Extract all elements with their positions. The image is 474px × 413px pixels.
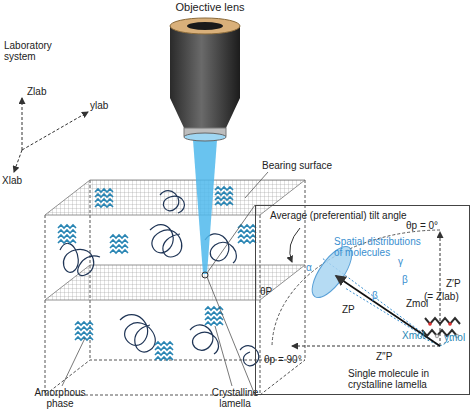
angle-label: θp = 90° [264, 354, 324, 365]
atom [435, 334, 439, 338]
atom [428, 322, 432, 326]
zp-vector [336, 276, 440, 346]
z-double-prime-axis [292, 346, 440, 347]
crystalline-lamella [110, 235, 128, 253]
inset-heading: Average (preferential) tilt angle [270, 210, 465, 221]
focal-plane [45, 265, 305, 300]
amorphous-chain [120, 315, 155, 352]
z-axis [22, 98, 23, 150]
angle-symbol: α [306, 262, 326, 273]
axis-label: ZP [342, 304, 372, 315]
surface-label: Bearing surface [262, 160, 372, 171]
angle-symbol: β [372, 290, 392, 301]
crystalline-lamella [95, 189, 113, 207]
component-label: Objective lens [160, 2, 260, 13]
molecule-label: Single molecule in crystalline lamella [348, 368, 468, 390]
axis-label: Z′P [446, 278, 474, 289]
axis-label: (= Zlab) [424, 291, 474, 302]
angle-symbol: θP [260, 286, 290, 297]
system-label: Laboratory system [4, 40, 66, 62]
leader-line [62, 338, 85, 386]
axis-label: ymol [444, 332, 474, 343]
x-axis [14, 150, 22, 172]
atom [448, 322, 452, 326]
amorphous-chain [160, 191, 184, 213]
inset-box: Average (preferential) tilt angleSpatial… [255, 205, 470, 395]
y-axis [22, 112, 88, 150]
angle-arc [272, 230, 440, 346]
axis-label: ylab [90, 100, 130, 111]
distribution-label: Spatial distributions of molecules [334, 236, 424, 258]
leader-line [215, 326, 232, 386]
axis-label: Xmol [402, 330, 437, 341]
crystalline-lamella [238, 225, 256, 243]
leader-line [245, 172, 268, 198]
z-prime-axis [440, 232, 441, 346]
crystalline-lamella [155, 342, 173, 360]
axis-label: Zlab [27, 86, 67, 97]
lens-ring [170, 18, 240, 34]
crystalline-lamella [75, 322, 93, 340]
angle-symbol: γ [398, 256, 418, 267]
lens-aperture [187, 22, 223, 30]
tilt-pointer [290, 228, 300, 262]
amorphous-chain [190, 325, 219, 354]
phase-label: Crystalline lamella [200, 387, 270, 409]
zoom-line [207, 277, 255, 395]
phase-label: Amorphous phase [25, 387, 95, 409]
bearing-surface-plane [45, 180, 305, 215]
axis-label: Z″P [376, 351, 406, 362]
lens-glass [184, 133, 226, 141]
axis-label: Xlab [2, 175, 42, 186]
lens-taper [170, 98, 240, 128]
angle-symbol: β [402, 274, 422, 285]
lens-body [170, 26, 240, 98]
amorphous-chain [150, 225, 182, 257]
crystalline-lamella [215, 187, 233, 205]
angle-label: θp = 0° [406, 220, 466, 231]
zoom-line [207, 205, 255, 273]
amorphous-chain [60, 243, 100, 275]
laser-beam [193, 140, 217, 274]
crystalline-lamella [58, 225, 76, 243]
